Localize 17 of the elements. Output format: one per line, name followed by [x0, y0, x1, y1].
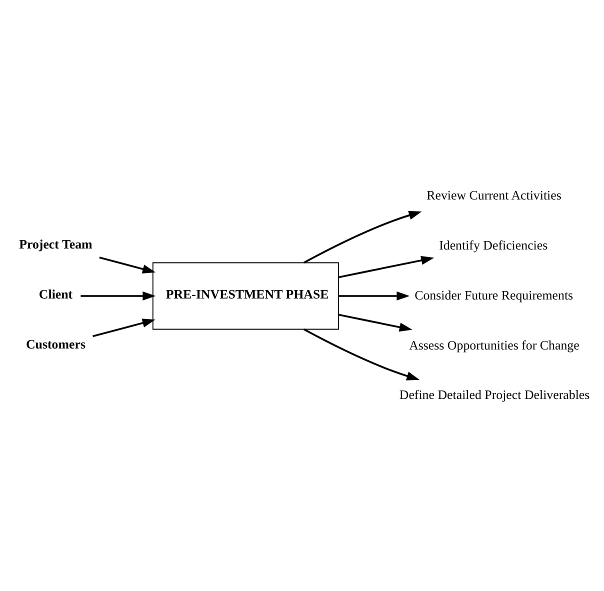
arrow: [80, 290, 156, 300]
node-text: Review Current Activities: [426, 187, 562, 202]
node-text: Assess Opportunities for Change: [409, 336, 580, 352]
node-text: Consider Future Requirements: [414, 286, 574, 302]
node-text: Project Team: [19, 236, 92, 252]
arrow: [92, 318, 156, 337]
node-text: Identify Deficiencies: [439, 237, 548, 252]
arrow: [338, 313, 412, 332]
node-text: Customers: [26, 336, 86, 351]
node-text: Client: [38, 286, 73, 301]
arrow: [338, 290, 410, 300]
arrow: [304, 328, 420, 380]
arrow: [338, 255, 434, 278]
arrow: [99, 256, 156, 273]
node-text: Define Detailed Project Deliverables: [399, 386, 590, 402]
node-box: PRE-INVESTMENT PHASE: [152, 262, 339, 330]
arrow: [304, 210, 422, 263]
